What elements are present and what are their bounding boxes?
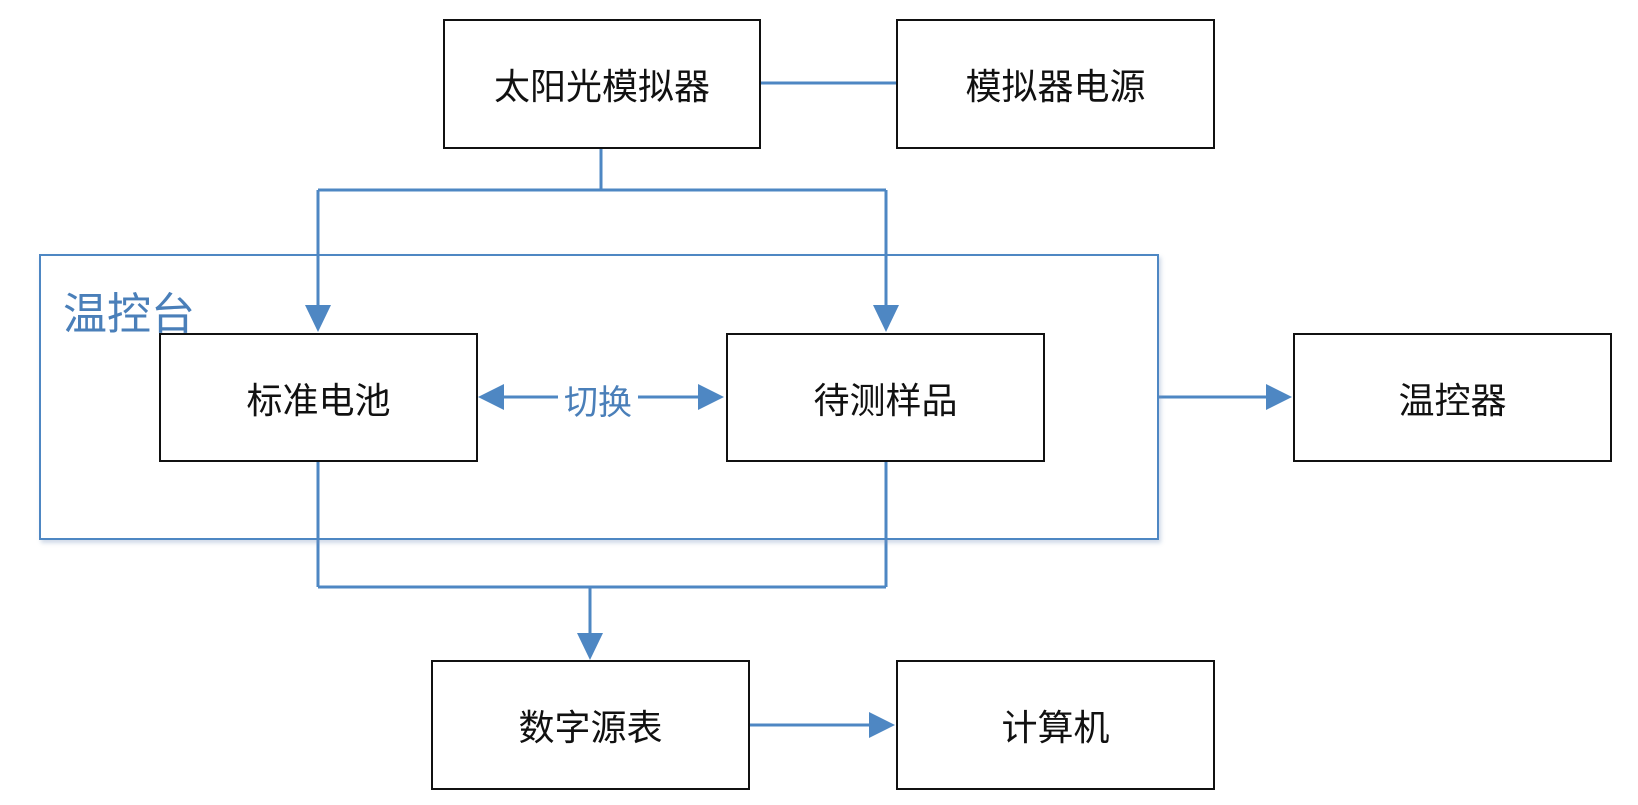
temp-controller-label: 温控器 <box>1398 380 1507 422</box>
computer-box: 计算机 <box>896 660 1215 790</box>
arrowhead-sample <box>873 305 899 332</box>
simulator-power-box: 模拟器电源 <box>896 19 1215 149</box>
standard-cell-box: 标准电池 <box>159 333 478 462</box>
simulator-power-label: 模拟器电源 <box>965 67 1146 108</box>
temp-stage-group <box>39 254 1159 540</box>
computer-label: 计算机 <box>1001 708 1110 749</box>
arrowhead-controller <box>1266 384 1292 410</box>
source-meter-label: 数字源表 <box>518 708 663 749</box>
sample-label: 待测样品 <box>813 380 958 422</box>
sample-box: 待测样品 <box>726 333 1045 462</box>
temp-controller-box: 温控器 <box>1293 333 1612 462</box>
arrowhead-standard-cell <box>305 305 331 332</box>
switch-arrowhead-right <box>698 384 724 410</box>
arrowhead-computer <box>869 712 895 738</box>
switch-arrowhead-left <box>478 384 504 410</box>
standard-cell-label: 标准电池 <box>246 380 391 422</box>
switch-label: 切换 <box>558 375 638 424</box>
solar-simulator-box: 太阳光模拟器 <box>443 19 761 149</box>
temp-stage-label: 温控台 <box>63 289 195 340</box>
arrowhead-source-meter <box>577 633 603 660</box>
solar-simulator-label: 太阳光模拟器 <box>493 67 710 108</box>
source-meter-box: 数字源表 <box>431 660 750 790</box>
